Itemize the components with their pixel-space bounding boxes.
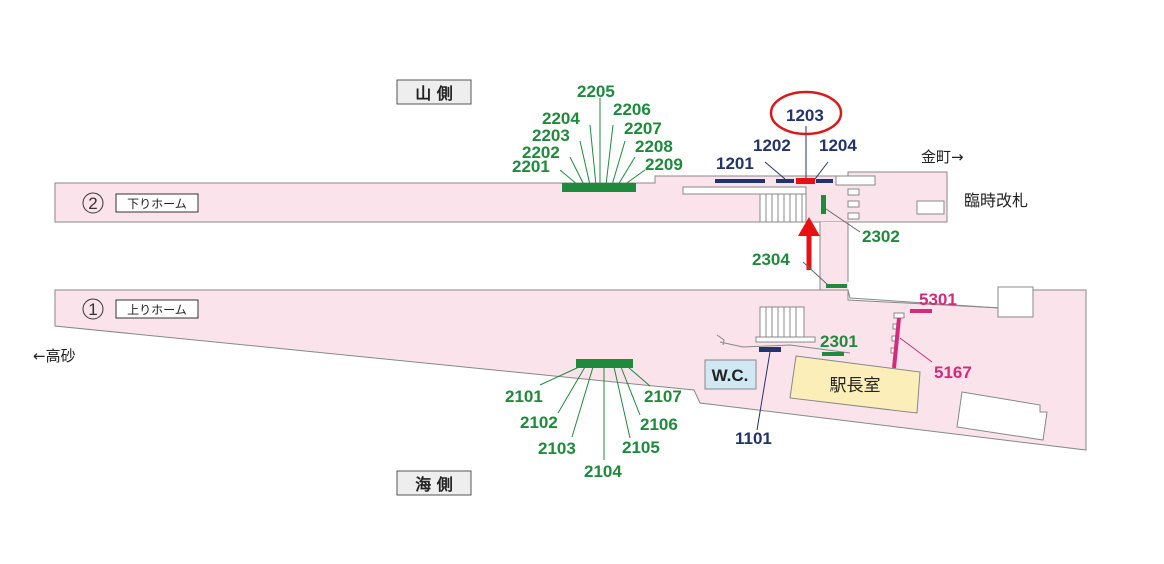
label-2209: 2209: [645, 155, 683, 174]
temporary-gate-label: 臨時改札: [964, 191, 1028, 210]
platform-2-number-circle: [82, 192, 104, 214]
mountain-side-box: [396, 79, 472, 105]
label-2202: 2202: [522, 143, 560, 162]
label-2101: 2101: [505, 387, 543, 406]
label-2203: 2203: [532, 126, 570, 145]
label-1202: 1202: [753, 136, 791, 155]
ad-cluster-2101-2107: [539, 366, 651, 460]
platform-2-name-box: [115, 193, 199, 213]
stairs-upper: [759, 193, 807, 223]
ad-panels-2201-2209[interactable]: [562, 183, 636, 192]
label-1204: 1204: [819, 136, 857, 155]
toward-kanamachi-label: 金町→: [921, 148, 964, 166]
ad-panel-1204[interactable]: [816, 179, 833, 183]
ad-panel-5301[interactable]: [910, 309, 932, 313]
label-2302: 2302: [862, 227, 900, 246]
platform-1-name: 上りホーム: [127, 303, 187, 317]
label-1203: 1203: [786, 106, 824, 125]
ad-panels-2101-2107[interactable]: [576, 359, 633, 368]
label-2304: 2304: [752, 250, 790, 269]
station-master-office-room: [789, 355, 921, 414]
platform-1-area: [54, 289, 1087, 451]
label-2206: 2206: [613, 100, 651, 119]
label-2105: 2105: [622, 438, 660, 457]
facility-box-2: [956, 391, 1048, 441]
ad-panel-2304[interactable]: [826, 284, 847, 288]
wc-label: W.C.: [712, 366, 749, 385]
label-2107: 2107: [644, 387, 682, 406]
label-2207: 2207: [624, 119, 662, 138]
facility-box: [997, 286, 1034, 318]
sea-side-box: [396, 470, 472, 496]
sea-side-label: 海 側: [415, 475, 453, 494]
label-1201: 1201: [716, 154, 754, 173]
label-2208: 2208: [635, 137, 673, 156]
label-2201: 2201: [512, 157, 550, 176]
connector-corridor: [820, 222, 848, 292]
ad-panel-5167[interactable]: [890, 312, 905, 369]
label-1101: 1101: [735, 429, 772, 448]
ad-panel-1202[interactable]: [776, 179, 794, 183]
label-5301: 5301: [919, 290, 957, 309]
stairs-lower: [755, 306, 816, 343]
platform-2-number-text: 2: [88, 194, 97, 213]
label-2103: 2103: [538, 439, 576, 458]
ad-cluster-2201-2209: [559, 98, 646, 186]
platform-2-area: [54, 171, 948, 223]
station-master-office-label: 駅長室: [830, 376, 881, 396]
mountain-side-label: 山 側: [415, 84, 453, 103]
ad-panel-2302[interactable]: [821, 195, 826, 214]
wc-room: [704, 359, 757, 390]
toward-takasago-label: ←高砂: [33, 347, 76, 365]
label-2102: 2102: [520, 413, 558, 432]
ad-panel-2301[interactable]: [822, 352, 844, 356]
temporary-gate-box: [916, 200, 945, 215]
label-2301: 2301: [820, 332, 858, 351]
ad-panel-1203[interactable]: [796, 178, 815, 184]
platform-2-name: 下りホーム: [127, 197, 187, 211]
platform-1-number-text: 1: [88, 300, 97, 319]
highlight-circle-1203: [769, 90, 843, 136]
label-5167: 5167: [934, 363, 972, 382]
ad-panel-1201[interactable]: [715, 179, 765, 183]
you-are-here-arrow-icon: [798, 217, 820, 270]
label-2104: 2104: [584, 462, 622, 481]
ad-panel-1101[interactable]: [759, 347, 781, 352]
platform-1-number-circle: [82, 298, 104, 320]
label-2204: 2204: [542, 109, 580, 128]
label-2205: 2205: [577, 82, 615, 101]
label-2106: 2106: [640, 415, 678, 434]
platform-1-name-box: [115, 299, 199, 319]
